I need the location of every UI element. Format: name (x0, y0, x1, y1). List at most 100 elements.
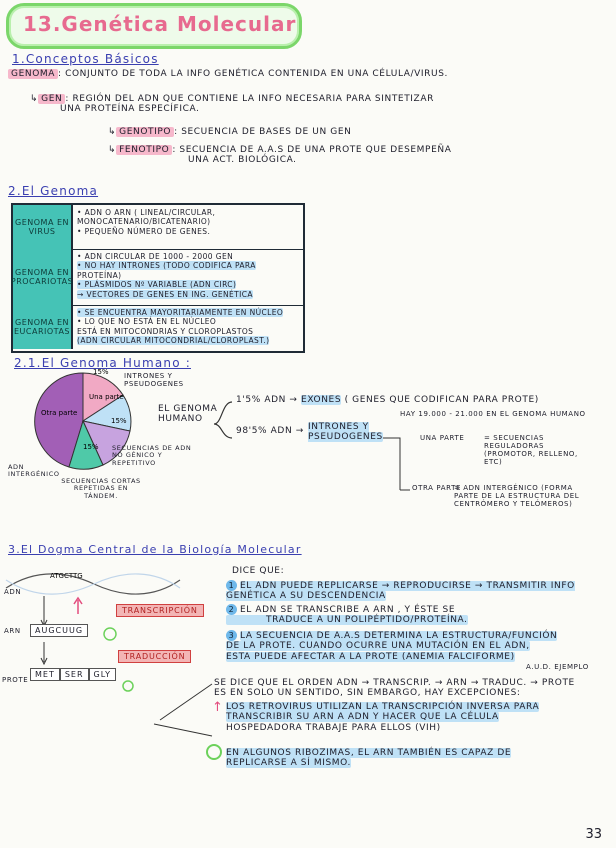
genes-note: ( Genes que codifican para prote) (344, 395, 539, 405)
adn-label: ADN (4, 588, 22, 596)
pie-label-15a: 15% (111, 417, 127, 425)
pie-label-15c: 15% (83, 443, 99, 451)
row-line: • Pequeño número de genes. (77, 226, 211, 236)
point-1: 1El ADN puede replicarse → Reproducirse … (226, 580, 606, 602)
fenotipo-def-1: : Secuencia de a.a.s de una prote que de… (172, 145, 452, 155)
point-5-c: hospedadora trabaje para ellos (VIH) (226, 722, 441, 733)
arn-sequence: AUGCUUG (30, 624, 89, 637)
number-icon: 2 (226, 604, 237, 615)
fenotipo-term: Fenotipo (116, 145, 173, 155)
pct-98-5-adn: 98'5% ADN → (236, 426, 304, 436)
row-line: • Se encuentra mayoritariamente en núcle… (77, 308, 284, 317)
genotipo-definition: ↳Genotipo: Secuencia de bases de un gen (108, 127, 588, 137)
up-arrow-icon: ↑ (212, 700, 223, 715)
genotipo-def: : Secuencia de bases de un gen (174, 127, 352, 137)
point-5-b: transcribir su ARN a ADN y hacer que la … (226, 712, 499, 723)
pct-98-5-label: 98'5% ADN (236, 426, 293, 436)
point-5: Los retrovirus utilizan la transcripción… (226, 702, 606, 733)
number-icon: 1 (226, 580, 237, 591)
genoma-table: Genoma en virus • ADN o ARN ( lineal/cir… (11, 203, 305, 353)
fenotipo-definition: ↳Fenotipo: Secuencia de a.a.s de una pro… (108, 145, 598, 166)
title-banner: 13.Genética Molecular (6, 3, 302, 49)
row-content: • Se encuentra mayoritariamente en núcle… (77, 308, 299, 346)
row-line: • ADN o ARN ( lineal/circular, (77, 208, 216, 217)
amino-acid-chain: Met Ser Gly (30, 668, 117, 681)
point-6-b: replicarse a sí mismo. (226, 758, 351, 769)
row-label: Genoma en procariotas (11, 249, 73, 305)
section-21-heading: 2.1.El Genoma Humano : (14, 356, 191, 370)
pie-label-otra: Otra parte (41, 409, 77, 417)
point-6-a: En algunos ribozimas, el ARN también es … (226, 748, 512, 758)
genotipo-term: Genotipo (116, 127, 175, 137)
callout-intrones: Intrones y pseudogenes (124, 372, 184, 389)
pie-slice-una (82, 372, 124, 422)
point-4: Se dice que el orden ADN → transcrip. → … (214, 678, 604, 699)
exones-line: 1'5% ADN → Exones ( Genes que codifican … (236, 395, 539, 405)
row-content: • ADN circular de 1000 - 2000 gen • No h… (77, 252, 299, 299)
genome-pie: Otra parte Una parte 15% 15% 15% (34, 368, 132, 470)
row-line: (ADN circular mitocondrial/cloroplast.) (77, 336, 270, 346)
row-line: • No hay intrones (todo codifica para (77, 261, 256, 271)
table-row: Genoma en virus • ADN o ARN ( lineal/cir… (13, 205, 303, 250)
point-2-a: El ADN se transcribe a ARN , y éste se (240, 605, 456, 615)
una-parte-label: Una parte (420, 434, 465, 442)
transcripcion-label: Transcripción (116, 604, 204, 617)
gen-def-2: una proteína específica. (60, 104, 200, 115)
genoma-definition: Genoma: Conjunto de toda la info genétic… (8, 69, 608, 79)
dna-sequence: ATGCTTG (50, 572, 83, 580)
table-row: Genoma en eucariotas • Se encuentra mayo… (13, 305, 303, 349)
dogma-diagram: ATGCTTG (5, 572, 181, 692)
row-line: • Plásmidos nº variable (ADN circ) (77, 280, 237, 290)
point-5-a: Los retrovirus utilizan la transcripción… (226, 702, 540, 712)
genoma-def: : Conjunto de toda la info genética cont… (58, 69, 448, 79)
section-3-heading: 3.El Dogma Central de la Biología Molecu… (8, 543, 302, 556)
prote-label: Prote (2, 676, 29, 684)
row-content: • ADN o ARN ( lineal/circular, monocaten… (77, 208, 299, 236)
fenotipo-def-2: una act. biológica. (188, 155, 297, 166)
una-parte-def: = Secuencias reguladoras (promotor, rell… (484, 434, 578, 467)
page-title: 13.Genética Molecular (23, 12, 297, 36)
row-line: • ADN circular de 1000 - 2000 gen (77, 252, 234, 261)
row-line: monocatenario/bicatenario) (77, 217, 211, 227)
intrones-pseudogenes: Intrones y pseudogenes (308, 422, 418, 443)
point-3: 3La secuencia de a.a.s determina la estr… (226, 630, 606, 672)
row-line: proteína) (77, 270, 122, 280)
point-2-b: traduce a un polipéptido/proteína. (226, 615, 468, 626)
point-4-a: Se dice que el orden ADN → transcrip. → … (214, 678, 575, 688)
amino-acid: Gly (88, 668, 117, 681)
point-6: En algunos ribozimas, el ARN también es … (226, 748, 606, 769)
pie-slice-15c (68, 419, 104, 470)
traduccion-label: Traducción (118, 650, 192, 663)
otra-parte-label: Otra parte (412, 484, 461, 492)
intrones-pseudogenes-label: Intrones y pseudogenes (308, 422, 383, 443)
row-line: está en mitocondrias y cloroplastos (77, 326, 254, 336)
gen-def-1: : Región del ADN que contiene la info ne… (65, 94, 434, 104)
arrow-icon: ↳ (30, 94, 39, 104)
point-3-b: de la prote. Cuando ocurre una mutación … (226, 641, 530, 652)
section-1-heading: 1.Conceptos Básicos (12, 52, 159, 66)
otra-parte-def: = ADN intergénico (forma parte de la est… (454, 484, 580, 509)
genoma-term: Genoma (8, 69, 58, 79)
point-2: 2El ADN se transcribe a ARN , y éste se … (226, 604, 606, 626)
row-label: Genoma en virus (13, 205, 73, 249)
point-3-c: esta puede afectar a la prote (anemia fa… (226, 651, 515, 662)
pie-label-una: Una parte (89, 393, 124, 401)
table-row: Genoma en procariotas • ADN circular de … (11, 249, 303, 306)
point-4-b: es en solo un sentido, sin embargo, hay … (214, 688, 521, 699)
gen-definition: ↳Gen: Región del ADN que contiene la inf… (30, 94, 610, 115)
arrow-icon: ↳ (108, 127, 117, 137)
gen-term: Gen (38, 94, 66, 104)
row-label: Genoma en eucariotas (13, 305, 73, 349)
arn-label: ARN (4, 627, 21, 635)
pie-slice-otra (34, 372, 84, 468)
row-line: • Lo que no está en el núcleo (77, 317, 217, 327)
section-2-heading: 2.El Genoma (8, 184, 99, 198)
number-icon: 3 (226, 630, 237, 641)
connector-arrows (153, 683, 213, 737)
point-3-a: La secuencia de a.a.s determina la estru… (240, 631, 558, 641)
point-3-d: a.u.d. ejemplo (526, 663, 589, 672)
row-line: → Vectores de genes en ing. genética (77, 289, 253, 299)
point-1-text: El ADN puede replicarse → Reproducirse →… (226, 581, 575, 602)
pct-1-5-adn: 1'5% ADN (236, 395, 286, 405)
callout-secuencias: Secuencias de ADN no génico y repetitivo (112, 444, 192, 467)
